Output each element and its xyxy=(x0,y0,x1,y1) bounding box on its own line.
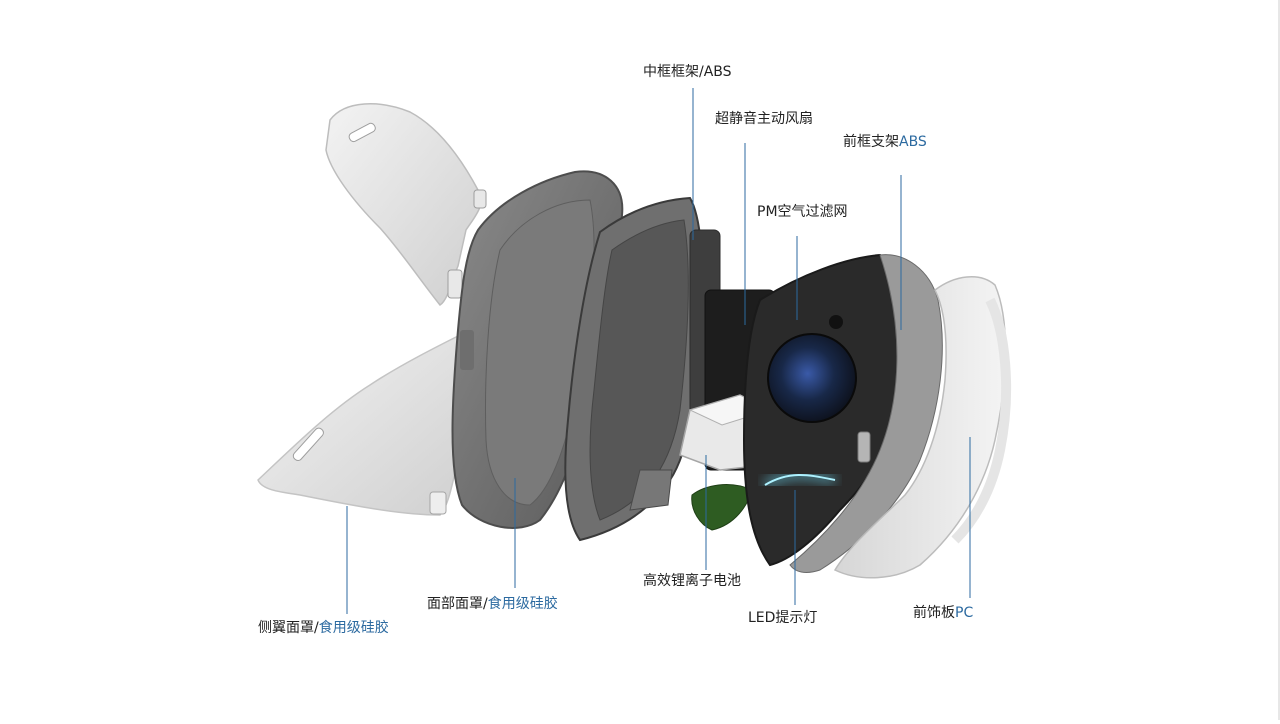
leader-lines xyxy=(346,88,971,614)
label-fan: 超静音主动风扇 xyxy=(715,111,813,127)
front-panel xyxy=(833,276,1012,579)
right-edge-divider xyxy=(1278,0,1280,720)
front-shell xyxy=(789,254,943,573)
middle-frame xyxy=(564,196,721,542)
label-side-cover: 侧翼面罩/食用级硅胶 xyxy=(258,620,389,636)
front-bracket xyxy=(742,253,910,567)
label-front-bracket: 前框支架ABS xyxy=(843,134,927,150)
label-front-panel: 前饰板PC xyxy=(913,605,974,621)
lower-side-wing xyxy=(257,328,483,516)
label-face-cover: 面部面罩/食用级硅胶 xyxy=(427,596,558,612)
label-pm-filter: PM空气过滤网 xyxy=(757,204,848,220)
label-battery: 高效锂离子电池 xyxy=(643,573,741,589)
label-led: LED提示灯 xyxy=(748,610,818,626)
label-middle-frame: 中框框架/ABS xyxy=(643,64,732,80)
upper-side-wing xyxy=(325,103,487,306)
